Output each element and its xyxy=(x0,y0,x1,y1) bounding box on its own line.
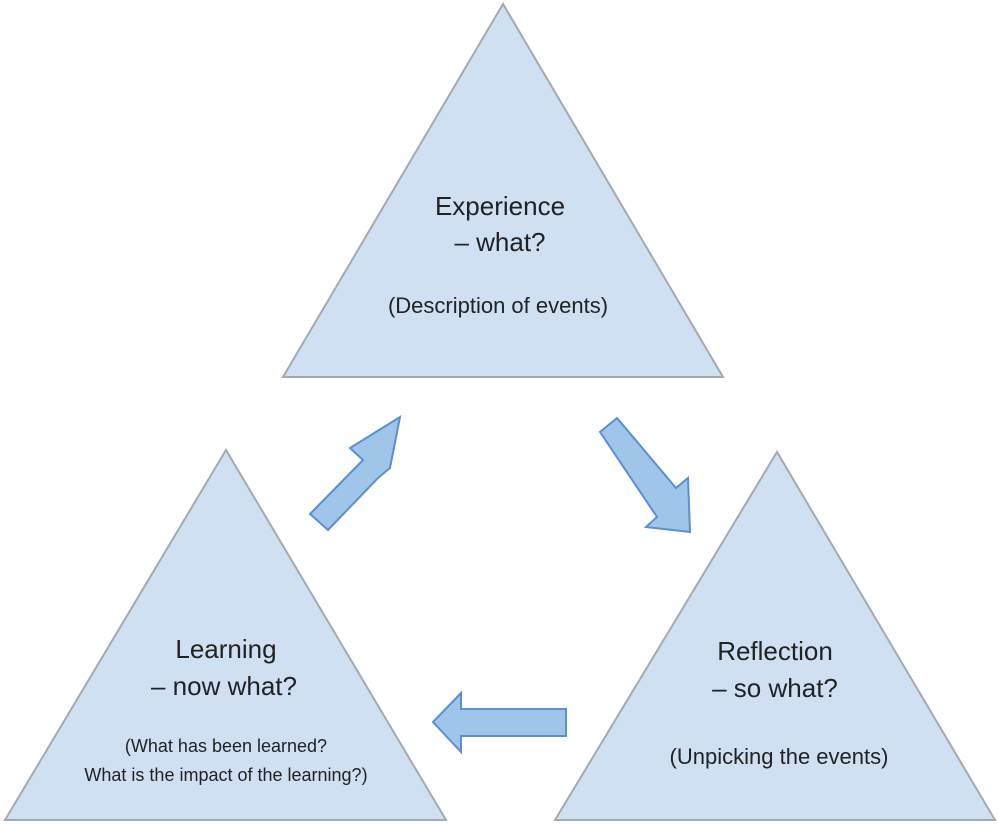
reflection-triangle xyxy=(553,450,997,821)
reflection-description: (Unpicking the events) xyxy=(670,744,889,769)
experience-question: – what? xyxy=(454,227,545,257)
learning-question: – now what? xyxy=(151,671,297,701)
experience-heading: Experience xyxy=(435,191,565,221)
experience-triangle xyxy=(281,2,725,378)
learning-description-line-2: What is the impact of the learning?) xyxy=(84,765,367,785)
experience-description: (Description of events) xyxy=(388,293,608,318)
reflection-question: – so what? xyxy=(712,673,838,703)
learning-triangle xyxy=(3,448,448,821)
learning-description-line-1: (What has been learned? xyxy=(125,736,327,756)
learning-heading: Learning xyxy=(175,634,276,664)
reflection-heading: Reflection xyxy=(717,636,833,666)
arrow-reflection-to-learning xyxy=(431,690,567,755)
stage-learning: Learning – now what? (What has been lear… xyxy=(3,448,448,821)
stage-experience: Experience – what? (Description of event… xyxy=(281,2,725,378)
stage-reflection: Reflection – so what? (Unpicking the eve… xyxy=(553,450,997,821)
arrow-experience-to-reflection xyxy=(598,416,692,534)
arrow-learning-to-experience xyxy=(308,414,402,532)
